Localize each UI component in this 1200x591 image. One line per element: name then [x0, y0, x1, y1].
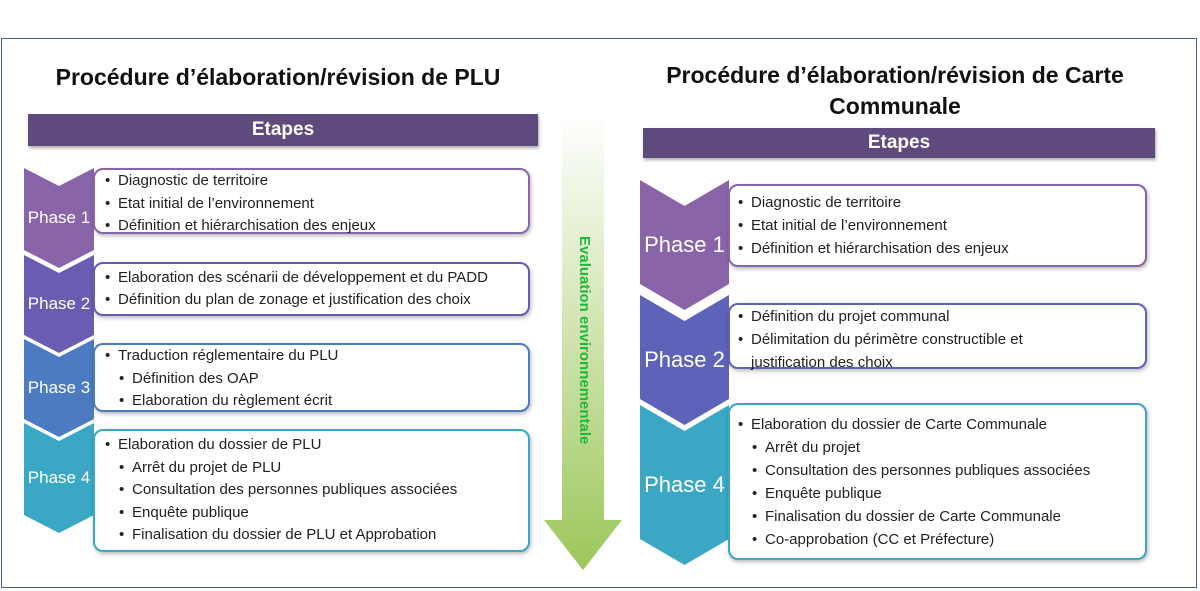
right-etapes-banner: Etapes	[643, 128, 1155, 158]
right-phase-3-chevron	[640, 405, 729, 565]
list-item: Diagnostic de territoire	[105, 170, 528, 193]
left-phase-1-box: Diagnostic de territoireEtat initial de …	[93, 168, 530, 237]
left-phase-3-label: Phase 3	[27, 378, 91, 397]
right-phase-3-box: Elaboration du dossier de Carte Communal…	[728, 403, 1147, 560]
list-item: Elaboration du dossier de PLU	[105, 434, 528, 457]
list-item: Co-approbation (CC et Préfecture)	[752, 528, 1145, 551]
left-title: Procédure d’élaboration/révision de PLU	[55, 64, 501, 90]
right-title-line2: Communale	[829, 93, 961, 119]
left-phase-1-chevron	[24, 168, 94, 268]
bullet-list: Diagnostic de territoireEtat initial de …	[95, 170, 528, 238]
right-phase-2-box: Définition du projet communalDélimitatio…	[728, 303, 1147, 371]
list-item: Elaboration du règlement écrit	[119, 390, 528, 413]
diagram-frame	[1, 38, 1197, 588]
evaluation-label: Evaluation environnementale	[576, 236, 593, 445]
left-phase-3-box: Traduction réglementaire du PLUDéfinitio…	[93, 343, 530, 412]
right-phase-1-chevron	[640, 180, 729, 310]
list-item: Traduction réglementaire du PLU	[105, 345, 528, 368]
right-title: Procédure d’élaboration/révision de Cart…	[640, 60, 1150, 122]
bullet-list: Elaboration du dossier de PLUArrêt du pr…	[95, 434, 528, 547]
list-item: Arrêt du projet de PLU	[119, 457, 528, 480]
bullet-list: Traduction réglementaire du PLUDéfinitio…	[95, 345, 528, 413]
bullet-list: Définition du projet communalDélimitatio…	[730, 305, 1145, 374]
list-item: Etat initial de l’environnement	[105, 193, 528, 216]
list-item: Diagnostic de territoire	[738, 191, 1145, 214]
right-phase-3-label: Phase 4	[644, 472, 725, 497]
list-item: justification des choix	[751, 354, 893, 371]
list-item: Consultation des personnes publiques ass…	[752, 459, 1145, 482]
list-item: Elaboration des scénarii de développemen…	[105, 267, 528, 290]
list-item: Consultation des personnes publiques ass…	[119, 479, 528, 502]
left-phase-2-label: Phase 2	[27, 294, 91, 313]
right-title-line1: Procédure d’élaboration/révision de Cart…	[666, 62, 1124, 88]
list-item: Enquête publique	[119, 502, 528, 525]
list-item: Définition du projet communal	[738, 305, 1145, 328]
list-item: Délimitation du périmètre constructible …	[738, 328, 1145, 351]
list-item: Définition du plan de zonage et justific…	[105, 289, 528, 312]
list-item: Finalisation du dossier de Carte Communa…	[752, 505, 1145, 528]
list-item: Finalisation du dossier de PLU et Approb…	[119, 524, 528, 547]
right-phase-2-chevron	[640, 295, 729, 425]
bullet-list: Elaboration du dossier de Carte Communal…	[730, 413, 1145, 551]
left-phase-4-label: Phase 4	[27, 468, 91, 487]
bullet-list: Diagnostic de territoireEtat initial de …	[730, 191, 1145, 260]
left-etapes-banner: Etapes	[28, 114, 538, 146]
left-phase-2-chevron	[24, 255, 94, 353]
left-phase-3-chevron	[24, 339, 94, 437]
bullet-list: Elaboration des scénarii de développemen…	[95, 267, 528, 312]
left-phase-1-label: Phase 1	[27, 208, 91, 227]
right-phase-1-label: Phase 1	[644, 232, 725, 257]
list-item: Etat initial de l’environnement	[738, 214, 1145, 237]
left-phase-2-box: Elaboration des scénarii de développemen…	[93, 262, 530, 316]
list-item: Enquête publique	[752, 482, 1145, 505]
right-phase-1-box: Diagnostic de territoireEtat initial de …	[728, 184, 1147, 267]
list-item: Définition des OAP	[119, 368, 528, 391]
list-item: Elaboration du dossier de Carte Communal…	[738, 413, 1145, 436]
left-phase-4-box: Elaboration du dossier de PLUArrêt du pr…	[93, 429, 530, 552]
list-item: Arrêt du projet	[752, 436, 1145, 459]
list-item: Définition et hiérarchisation des enjeux	[738, 237, 1145, 260]
right-phase-2-label: Phase 2	[644, 347, 725, 372]
list-item: Définition et hiérarchisation des enjeux	[105, 215, 528, 238]
left-phase-4-chevron	[24, 423, 94, 533]
evaluation-arrow	[544, 114, 622, 570]
